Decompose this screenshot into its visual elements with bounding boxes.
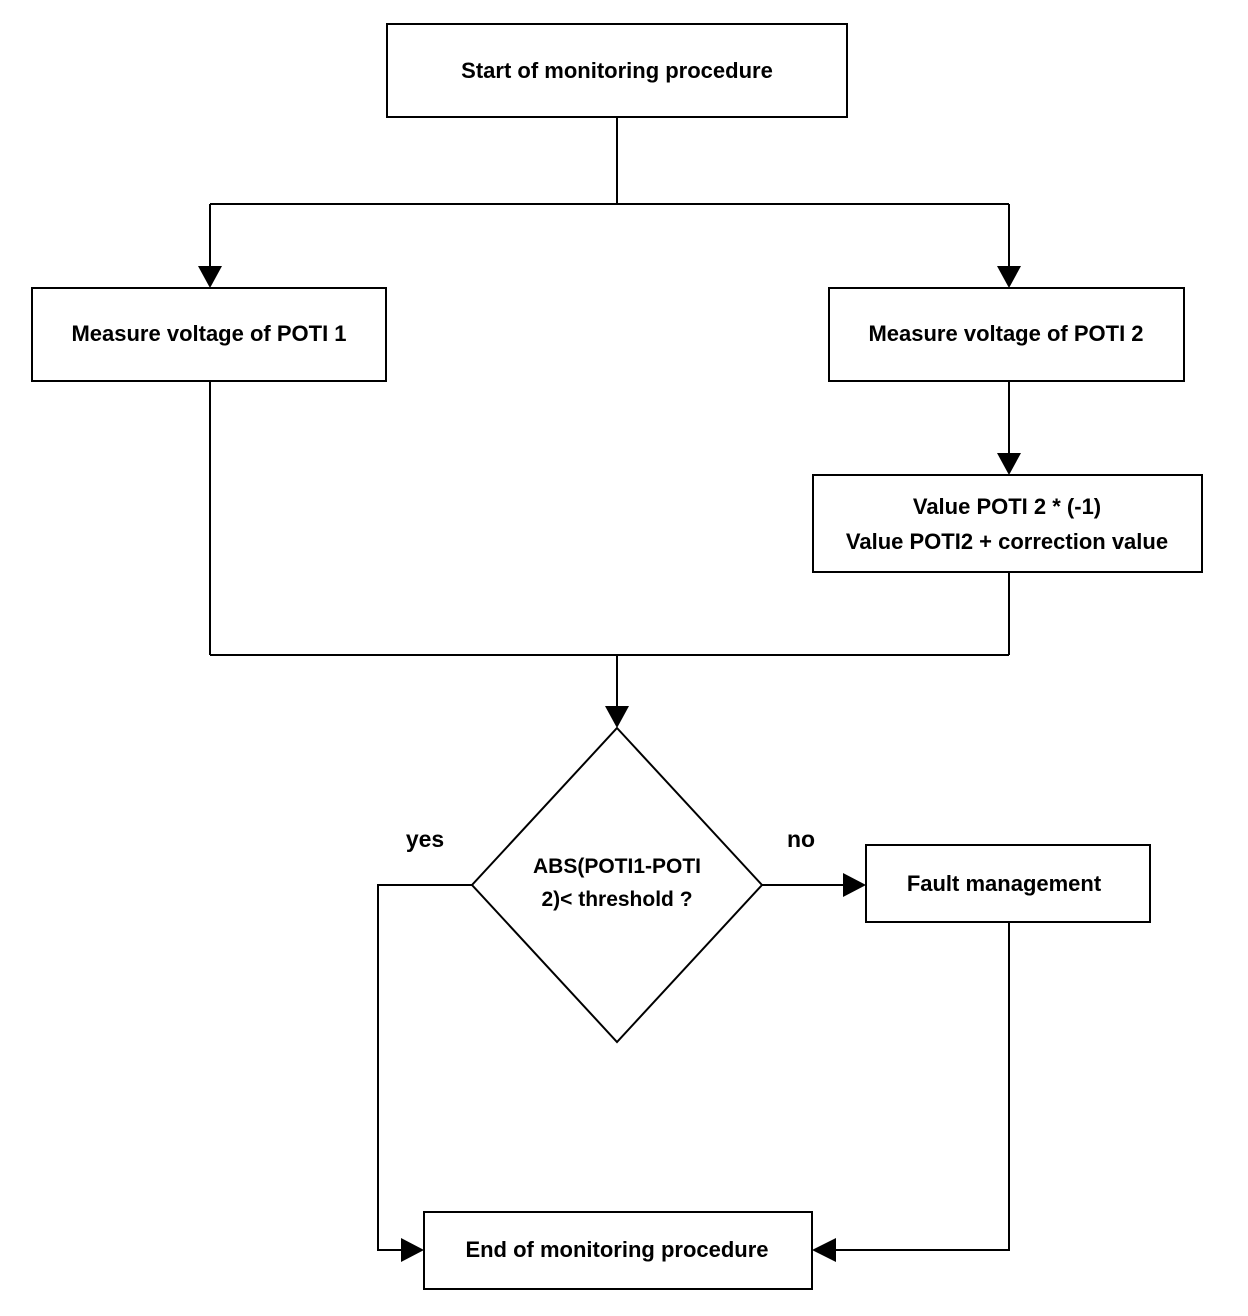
arrowhead-to-correction [997,453,1021,475]
node-decision: ABS(POTI1-POTI 2)< threshold ? [470,726,764,1044]
node-start-label: Start of monitoring procedure [461,58,773,83]
arrowhead-to-poti1 [198,266,222,288]
node-start: Start of monitoring procedure [386,23,848,118]
node-fault-management: Fault management [865,844,1151,923]
arrowhead-to-end-left [401,1238,424,1262]
node-measure-poti1: Measure voltage of POTI 1 [31,287,387,382]
node-correction-label-line2: Value POTI2 + correction value [846,529,1168,554]
node-decision-label-line2: 2)< threshold ? [541,888,692,911]
node-correction-label-line1: Value POTI 2 * (-1) [913,494,1101,519]
arrowheads [198,266,1021,1262]
arrowhead-to-fault [843,873,866,897]
node-end-label: End of monitoring procedure [465,1237,768,1262]
edge-label-no: no [787,826,815,852]
edge-label-yes: yes [406,826,444,852]
node-measure-poti2-label: Measure voltage of POTI 2 [868,321,1143,346]
node-decision-label-line1: ABS(POTI1-POTI [533,855,701,878]
node-measure-poti1-label: Measure voltage of POTI 1 [71,321,346,346]
arrowhead-to-decision [605,706,629,728]
arrowhead-to-poti2 [997,266,1021,288]
node-measure-poti2: Measure voltage of POTI 2 [828,287,1185,382]
node-end: End of monitoring procedure [423,1211,813,1290]
connector-fault-end [836,923,1010,1251]
node-fault-management-label: Fault management [907,871,1102,896]
node-correction: Value POTI 2 * (-1) Value POTI2 + correc… [812,474,1203,573]
connectors [209,117,1010,1251]
arrowhead-to-end-right [812,1238,836,1262]
connector-yes-path [377,884,472,1251]
